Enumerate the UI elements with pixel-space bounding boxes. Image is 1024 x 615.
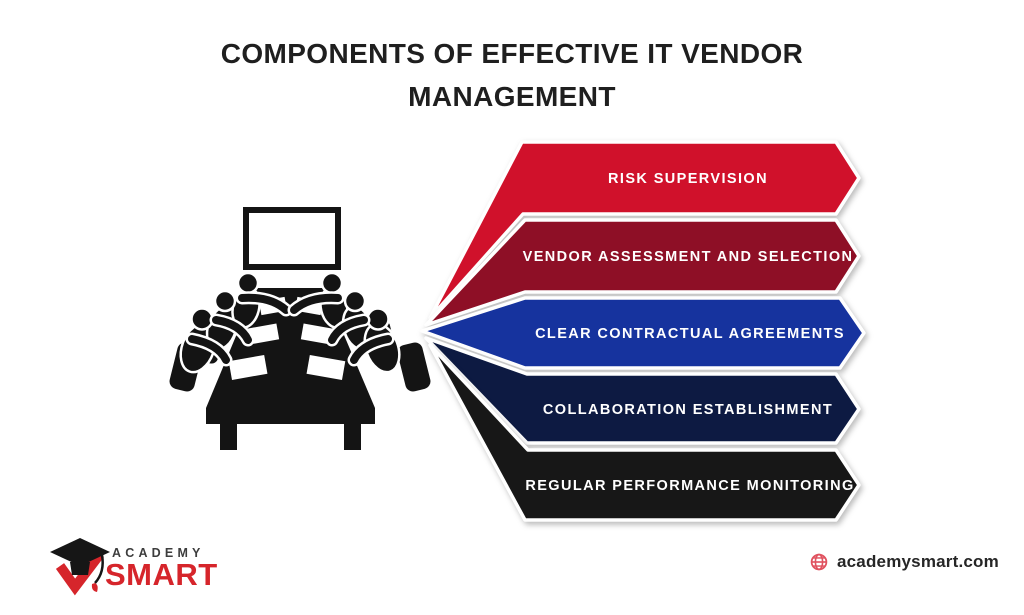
website-text: academysmart.com (837, 552, 999, 571)
page-title: COMPONENTS OF EFFECTIVE IT VENDOR MANAGE… (0, 32, 1024, 118)
page-title-line1: COMPONENTS OF EFFECTIVE IT VENDOR (220, 38, 804, 69)
ribbon-label: COLLABORATION ESTABLISHMENT (543, 402, 833, 418)
website-footer: academysmart.com (810, 549, 999, 575)
ribbon-contractual-agreements: CLEAR CONTRACTUAL AGREEMENTS (420, 296, 866, 370)
meeting-illustration (167, 207, 433, 450)
ribbon-label: RISK SUPERVISION (608, 171, 768, 187)
ribbon-vendor-assessment: VENDOR ASSESSMENT AND SELECTION (424, 218, 861, 327)
ribbon-shape (420, 296, 866, 370)
academy-smart-logo: ACADEMY SMART (48, 530, 278, 608)
ribbon-performance-monitoring: REGULAR PERFORMANCE MONITORING (428, 343, 861, 522)
ribbon-shape (424, 336, 861, 445)
ribbon-shape (428, 343, 861, 522)
globe-icon (810, 553, 828, 571)
logo-smart-text: SMART (105, 557, 218, 592)
people-icons (179, 271, 401, 374)
ribbon-shape (424, 218, 861, 327)
graduation-cap-icon (50, 538, 110, 596)
ribbon-label: CLEAR CONTRACTUAL AGREEMENTS (535, 326, 845, 342)
ribbon-label: REGULAR PERFORMANCE MONITORING (525, 478, 854, 494)
ribbon-shape (428, 140, 861, 320)
ribbon-label: VENDOR ASSESSMENT AND SELECTION (523, 249, 854, 265)
page-title-line2: MANAGEMENT (408, 81, 616, 112)
presentation-screen-icon (243, 207, 341, 270)
ribbon-collaboration: COLLABORATION ESTABLISHMENT (424, 336, 861, 445)
logo-academy-text: ACADEMY (112, 546, 205, 560)
ribbon-risk-supervision: RISK SUPERVISION (428, 140, 861, 320)
